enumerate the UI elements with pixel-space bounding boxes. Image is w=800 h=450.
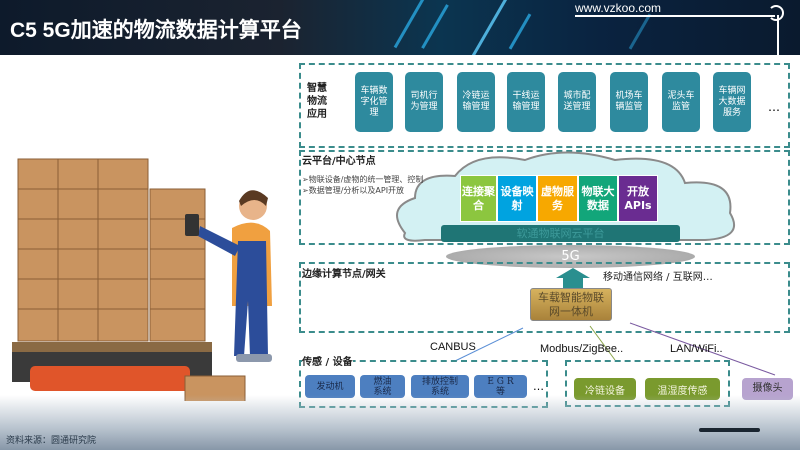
temp-humidity-sensor: 温湿度传感 xyxy=(645,378,720,400)
edge-layer-frame xyxy=(299,262,790,333)
divider xyxy=(575,15,775,17)
source-note: 资料来源：圆通研究院 xyxy=(6,436,97,446)
app-box: 冷链运输管理 xyxy=(457,72,495,132)
decor-streak xyxy=(628,13,652,50)
camera-device: 摄像头 xyxy=(742,378,793,400)
more-ellipsis: … xyxy=(768,100,780,114)
tile-device-mapping: 设备映射 xyxy=(497,175,537,222)
app-layer-frame xyxy=(299,63,790,148)
app-box: 车辆数字化管理 xyxy=(355,72,393,132)
more-ellipsis: … xyxy=(533,380,544,393)
site-url: www.vzkoo.com xyxy=(575,1,662,15)
app-box: 司机行为管理 xyxy=(405,72,443,132)
sensor-fuel: 燃油系统 xyxy=(360,375,405,398)
bullet-text: ➢物联设备/虚物的统一管理、控制 xyxy=(302,175,424,184)
tile-open-apis: 开放APIs xyxy=(618,175,658,222)
warehouse-illustration xyxy=(0,56,300,407)
app-box: 机场车辆监管 xyxy=(610,72,648,132)
divider xyxy=(777,15,779,60)
platform-bar: 软通物联网云平台 xyxy=(441,225,680,242)
cloud-bullets: ➢物联设备/虚物的统一管理、控制 ➢数据管理/分析以及API开放 xyxy=(302,174,423,196)
tile-iot-bigdata: 物联大数据 xyxy=(578,175,618,222)
app-box: 城市配送管理 xyxy=(558,72,596,132)
worker-boxes-illustration xyxy=(12,158,272,407)
decor-bar xyxy=(699,428,760,432)
header-banner xyxy=(0,0,800,55)
arrow-up-icon xyxy=(556,268,590,289)
app-box: 干线运输管理 xyxy=(507,72,545,132)
app-box: 车辆网大数据服务 xyxy=(713,72,751,132)
footer-gradient xyxy=(0,395,800,450)
edge-layer-label: 边缘计算节点/网关 xyxy=(302,269,386,280)
sensor-layer-label: 传感 / 设备 xyxy=(302,356,353,369)
decor-streak xyxy=(421,4,449,49)
decor-streak xyxy=(508,13,532,50)
network-text: 移动通信网络 / 互联网… xyxy=(603,272,713,283)
tile-virtual-service: 虚物服务 xyxy=(537,175,578,222)
protocol-lan: LAN/WiFi.. xyxy=(670,343,723,355)
cloud-layer-label: 云平台/中心节点 xyxy=(302,156,376,167)
decor-streak xyxy=(393,0,427,49)
page-title: C5 5G加速的物流数据计算平台 xyxy=(10,19,302,42)
app-layer-label: 智慧物流应用 xyxy=(307,83,327,120)
cold-chain-device: 冷链设备 xyxy=(574,378,636,400)
protocol-canbus: CANBUS xyxy=(430,341,476,353)
logo-icon xyxy=(768,5,784,21)
app-box: 泥头车监管 xyxy=(662,72,700,132)
protocol-modbus: Modbus/ZigBee.. xyxy=(540,343,624,355)
cloud-layer-frame xyxy=(299,150,790,245)
tile-connect: 连接聚合 xyxy=(460,175,497,222)
decor-streak xyxy=(471,0,509,55)
gateway-device: 车载智能物联网一体机 xyxy=(530,288,612,321)
sensor-egr: E G R 等 xyxy=(474,375,527,398)
sensor-engine: 发动机 xyxy=(305,375,355,398)
sensor-emission: 排放控制系统 xyxy=(411,375,469,398)
bullet-text: ➢数据管理/分析以及API开放 xyxy=(302,186,405,195)
